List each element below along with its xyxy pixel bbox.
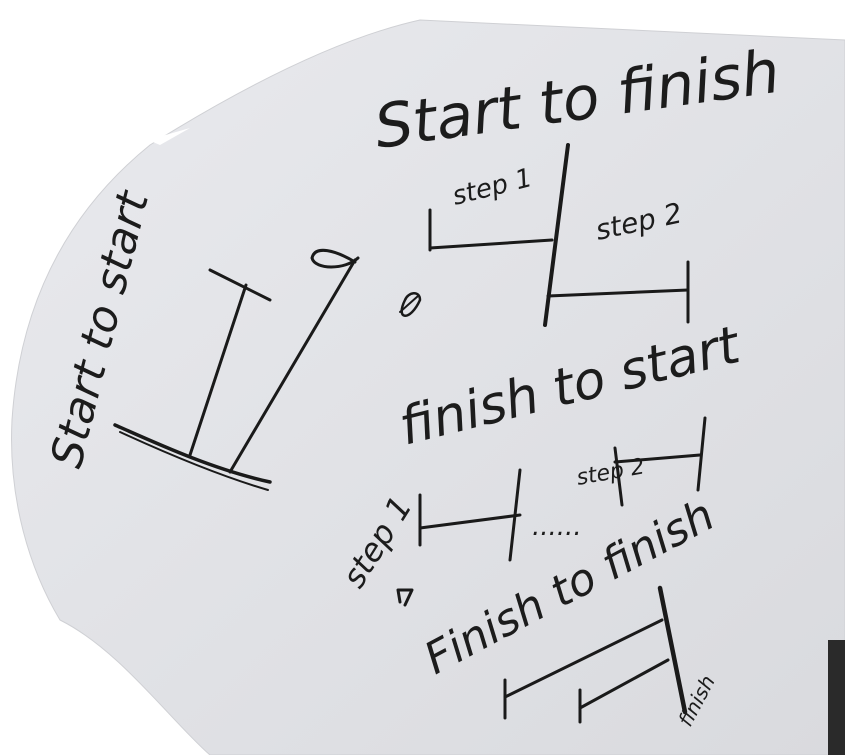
finish-to-finish-bars <box>503 585 688 724</box>
whiteboard-surface <box>11 19 845 755</box>
start-to-finish-bars <box>399 143 690 327</box>
start-to-start-bars <box>113 248 360 491</box>
finish-to-start-bars <box>396 416 707 607</box>
dots-separator: ...... <box>532 512 582 542</box>
board-edge-shadow <box>828 640 845 755</box>
